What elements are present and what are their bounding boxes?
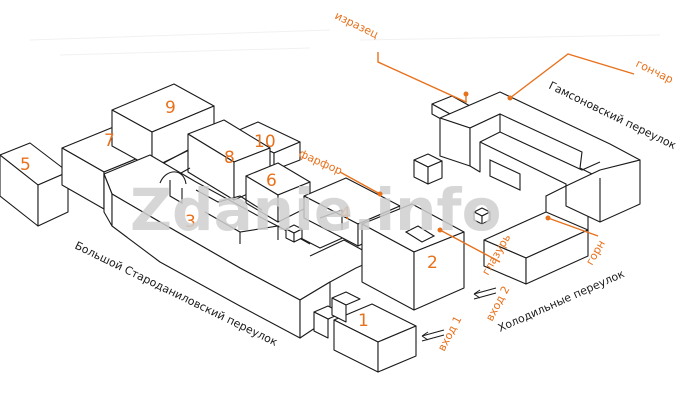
building-number-10: 10 bbox=[254, 132, 276, 152]
building-9 bbox=[111, 83, 215, 169]
annex-blocks bbox=[313, 291, 361, 339]
watermark: Zdanie.info bbox=[130, 176, 502, 244]
building-1 bbox=[333, 303, 417, 373]
background-sketch bbox=[29, 29, 661, 56]
building-number-2: 2 bbox=[427, 253, 438, 273]
building-number-6: 6 bbox=[266, 171, 277, 191]
courtyard-cube bbox=[285, 224, 303, 243]
entrance-arrow-2 bbox=[473, 287, 497, 300]
building-number-4: 4 bbox=[340, 204, 351, 224]
label-gonchar: гончар bbox=[634, 57, 676, 86]
building-number-7: 7 bbox=[104, 131, 115, 151]
gonchar-complex bbox=[439, 91, 641, 223]
building-number-3: 3 bbox=[185, 212, 196, 232]
building-number-5: 5 bbox=[20, 155, 31, 175]
callout-glazur bbox=[437, 227, 501, 263]
building-number-8: 8 bbox=[224, 148, 235, 168]
callout-farfor bbox=[339, 171, 383, 197]
label-farfor: фарфор bbox=[297, 147, 345, 178]
gorn-cube bbox=[473, 207, 491, 225]
building-number-9: 9 bbox=[165, 98, 176, 118]
entrance-arrow-1 bbox=[421, 329, 445, 342]
callout-gonchar bbox=[507, 53, 635, 101]
building-2 bbox=[361, 203, 465, 311]
label-vhod-1: вход 1 bbox=[435, 314, 464, 354]
callout-gorn bbox=[545, 215, 599, 237]
isolated-cube bbox=[413, 153, 443, 185]
building-5 bbox=[0, 142, 69, 227]
building-4 bbox=[303, 177, 401, 247]
label-izrazets: изразец bbox=[333, 9, 381, 41]
callout-izrazets bbox=[377, 52, 469, 104]
building-number-1: 1 bbox=[358, 311, 369, 331]
